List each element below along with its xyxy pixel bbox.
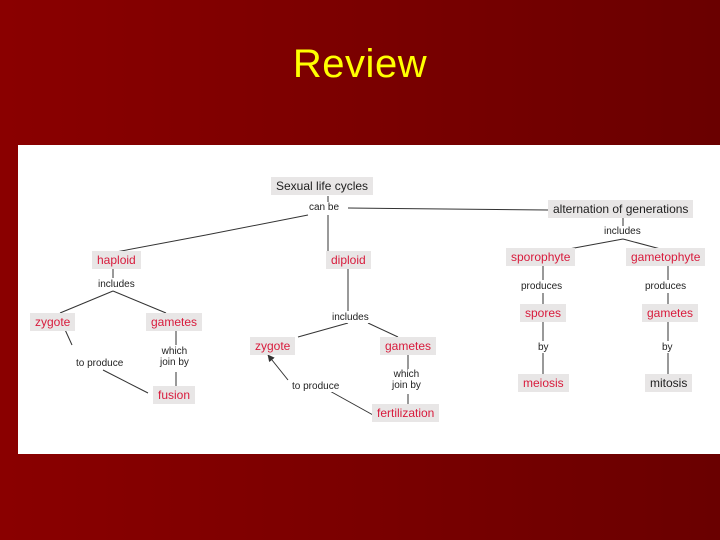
link-label-by-spores: by <box>538 342 549 353</box>
link-label-line: which <box>161 346 188 357</box>
connector-line <box>327 389 374 416</box>
link-label-produces-gametophyte: produces <box>645 281 687 292</box>
node-mitosis: mitosis <box>645 374 693 392</box>
node-haploid: haploid <box>92 251 141 269</box>
link-label-which-join-by-2: which join by <box>392 369 421 391</box>
node-alternation-of-generations: alternation of generations <box>548 200 694 218</box>
node-zygote-diploid: zygote <box>250 337 296 355</box>
node-meiosis: meiosis <box>518 374 569 392</box>
node-gametes-gametophyte: gametes <box>642 304 699 322</box>
link-label-by-gametes: by <box>662 342 673 353</box>
connector-line <box>112 290 167 314</box>
node-gametes-haploid: gametes <box>146 313 203 331</box>
node-gametes-diploid: gametes <box>380 337 437 355</box>
link-label-includes-diploid: includes <box>332 312 369 323</box>
node-fertilization: fertilization <box>372 404 440 422</box>
node-zygote-haploid: zygote <box>30 313 76 331</box>
node-fusion: fusion <box>153 386 196 404</box>
connector-line <box>367 322 399 338</box>
link-label-line: which <box>393 369 420 380</box>
connector-line <box>115 234 207 253</box>
link-label-which-join-by-1: which join by <box>160 346 189 368</box>
link-label-to-produce-1: to produce <box>76 358 124 369</box>
node-sporophyte: sporophyte <box>506 248 576 266</box>
link-label-line: join by <box>392 380 421 391</box>
slide-title: Review <box>292 42 428 86</box>
node-gametophyte: gametophyte <box>626 248 706 266</box>
connector-line <box>347 207 549 211</box>
link-label-includes-alt: includes <box>604 226 641 237</box>
node-sexual-life-cycles: Sexual life cycles <box>271 177 374 195</box>
connector-line <box>102 369 149 394</box>
connector-arrow <box>267 354 289 381</box>
node-spores: spores <box>520 304 567 322</box>
link-label-includes-haploid: includes <box>98 279 135 290</box>
link-label-can-be: can be <box>309 202 340 213</box>
link-label-line: join by <box>160 357 189 368</box>
concept-map-panel: Sexual life cycles alternation of genera… <box>18 145 720 454</box>
link-label-produces-sporophyte: produces <box>521 281 563 292</box>
node-diploid: diploid <box>326 251 371 269</box>
connector-line <box>297 322 349 338</box>
link-label-to-produce-2: to produce <box>292 381 340 392</box>
concept-map-connectors <box>59 196 669 416</box>
connector-line <box>59 290 114 314</box>
connector-line <box>205 214 309 236</box>
